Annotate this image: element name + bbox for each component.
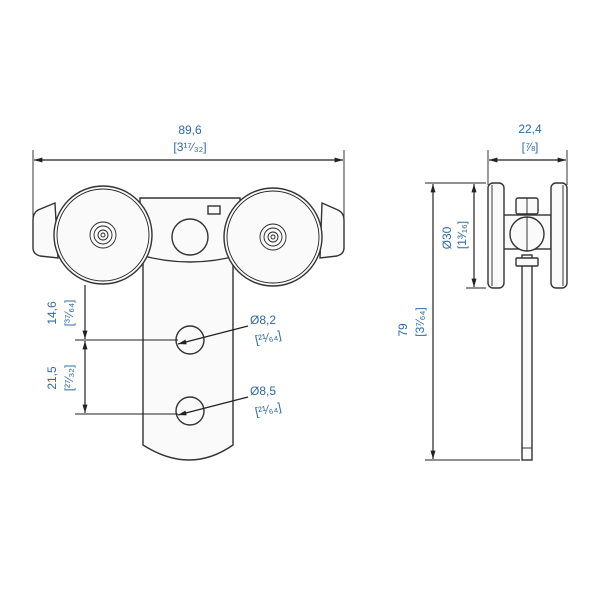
lower-hole <box>175 396 205 426</box>
mounting-plate <box>142 249 234 461</box>
hole-spacing-mm-label: 21,5 <box>45 366 59 390</box>
hole1-dia-mm-label: Ø8,2 <box>250 313 276 327</box>
hole2-dia-in-label: [²¹⁄₆₄] <box>254 400 283 419</box>
hole-spacing-in-label: [²⁷⁄₃₂] <box>62 365 76 392</box>
side-width-mm-label: 22,4 <box>518 122 542 136</box>
right-tab <box>319 201 345 259</box>
right-wheel-side <box>550 182 568 289</box>
upper-hole <box>175 325 205 355</box>
hole2-dia-mm-label: Ø8,5 <box>250 384 276 398</box>
left-wheel-side <box>487 182 505 289</box>
bottom-nut <box>515 257 539 267</box>
width-in-label: [3¹⁷⁄₃₂] <box>173 140 206 154</box>
set-screw <box>207 205 221 215</box>
height-in-label: [3⁷⁄₆₄] <box>413 307 427 336</box>
stem <box>521 254 533 461</box>
wheel-dia-in-label: [1³⁄₁₆] <box>455 221 469 249</box>
wheel-dia-mm-label: Ø30 <box>440 226 454 249</box>
hole1-dia-in-label: [²¹⁄₆₄] <box>254 328 283 347</box>
right-wheel <box>223 187 323 287</box>
left-wheel <box>53 185 153 285</box>
upper-offset-mm-label: 14,6 <box>45 301 59 325</box>
front-view: 89,6 [3¹⁷⁄₃₂] <box>32 123 345 461</box>
height-mm-label: 79 <box>396 323 410 337</box>
left-tab <box>32 201 59 259</box>
center-boss <box>171 218 209 256</box>
width-mm-label: 89,6 <box>178 123 202 137</box>
side-view: 22,4 [⅞] 79 [3⁷⁄₆₄] Ø30 [1³⁄₁₆] <box>396 122 568 461</box>
side-width-in-label: [⅞] <box>522 140 539 154</box>
upper-offset-in-label: [³⁷⁄₆₄] <box>62 300 76 327</box>
